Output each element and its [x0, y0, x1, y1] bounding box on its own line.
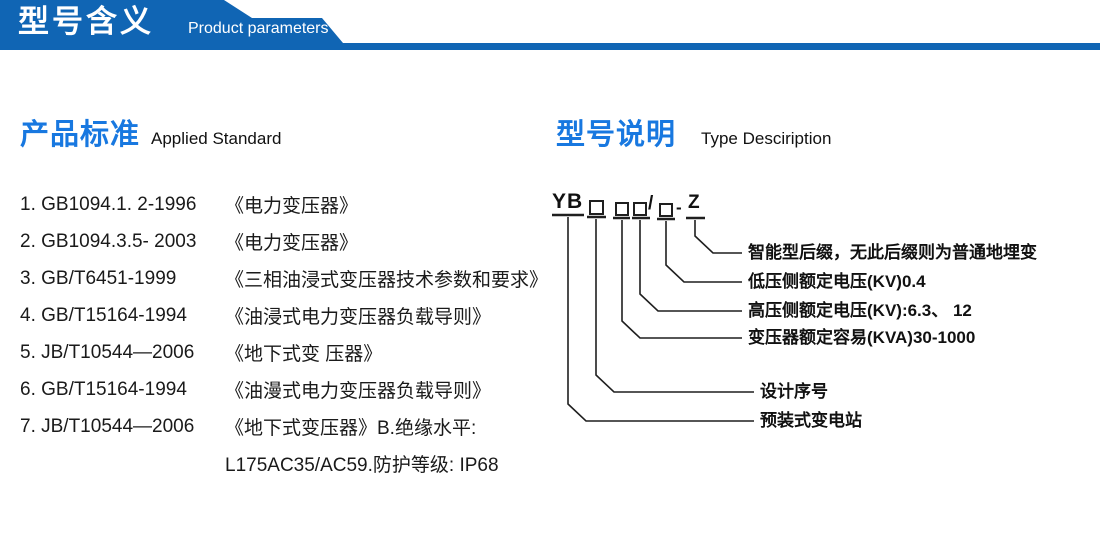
- standard-title: 《油浸式电力变压器负载导则》: [225, 307, 492, 328]
- standard-title: 《电力变压器》: [225, 196, 359, 217]
- standard-item: 6. GB/T15164-1994 《油漫式电力变压器负载导则》: [20, 371, 560, 408]
- standard-item: 7. JB/T10544—2006 《地下式变压器》B.绝缘水平:: [20, 408, 560, 445]
- standards-heading: 产品标准 Applied Standard: [20, 111, 281, 153]
- code-slash: /: [648, 193, 654, 214]
- code-placeholder-boxes: [589, 200, 673, 217]
- code-box: [633, 202, 647, 216]
- code-meaning-label: 低压侧额定电压(KV)0.4: [748, 272, 926, 291]
- banner-subtitle: Product parameters: [188, 20, 329, 37]
- type-description-heading: 型号说明 Type Desciription: [556, 111, 831, 153]
- banner-title: 型号含义: [18, 4, 154, 39]
- code-box: [659, 203, 673, 217]
- standard-item: 5. JB/T10544—2006 《地下式变 压器》: [20, 334, 560, 371]
- code-box: [615, 202, 629, 216]
- code-underlines: [552, 213, 705, 221]
- standard-code: 5. JB/T10544—2006: [20, 341, 195, 363]
- banner-ribbon-shape: [0, 0, 1100, 50]
- code-meaning-label: 变压器额定容易(KVA)30-1000: [748, 328, 976, 347]
- code-dash: -: [676, 198, 682, 217]
- standard-title: 《地下式变压器》B.绝缘水平:: [225, 418, 477, 439]
- standard-code: 7. JB/T10544—2006: [20, 415, 195, 437]
- type-title-en: Type Desciription: [701, 129, 832, 148]
- standard-title: 《地下式变 压器》: [225, 344, 383, 365]
- standards-list: 1. GB1094.1. 2-1996 《电力变压器》 2. GB1094.3.…: [20, 186, 560, 482]
- code-meaning-label: 高压侧额定电压(KV):6.3、 12: [748, 301, 972, 320]
- code-meaning-label: 设计序号: [760, 382, 828, 401]
- standard-title: 《三相油浸式变压器技术参数和要求》: [225, 270, 549, 291]
- banner-ribbon: [0, 0, 1100, 50]
- connector-lines: [567, 217, 754, 422]
- standard-title: 《电力变压器》: [225, 233, 359, 254]
- diagram-lines: [552, 200, 754, 422]
- standard-item: 1. GB1094.1. 2-1996 《电力变压器》: [20, 186, 560, 223]
- standard-title: 《油漫式电力变压器负载导则》: [225, 381, 492, 402]
- standard-item: 2. GB1094.3.5- 2003 《电力变压器》: [20, 223, 560, 260]
- code-suffix: Z: [688, 192, 700, 213]
- standard-item-continuation: L175AC35/AC59.防护等级: IP68: [20, 445, 560, 482]
- model-code-diagram: YB / - Z 智能型后缀，无此后缀则为普通地埋变 低压侧额定电压(KV)0.…: [550, 180, 1100, 480]
- standard-code: 3. GB/T6451-1999: [20, 267, 177, 289]
- standard-title-continuation: L175AC35/AC59.防护等级: IP68: [225, 455, 499, 476]
- standard-code: 2. GB1094.3.5- 2003: [20, 230, 197, 252]
- code-meaning-label: 智能型后缀，无此后缀则为普通地埋变: [748, 243, 1037, 262]
- standard-code: 1. GB1094.1. 2-1996: [20, 193, 197, 215]
- standard-item: 3. GB/T6451-1999 《三相油浸式变压器技术参数和要求》: [20, 260, 560, 297]
- code-meaning-label: 预装式变电站: [760, 411, 862, 430]
- standards-title-zh: 产品标准: [20, 119, 141, 151]
- type-title-zh: 型号说明: [556, 119, 677, 151]
- code-box: [589, 200, 604, 215]
- standard-code: 4. GB/T15164-1994: [20, 304, 187, 326]
- standards-title-en: Applied Standard: [151, 129, 282, 148]
- standard-item: 4. GB/T15164-1994 《油浸式电力变压器负载导则》: [20, 297, 560, 334]
- standard-code: 6. GB/T15164-1994: [20, 378, 187, 400]
- code-prefix: YB: [552, 190, 584, 213]
